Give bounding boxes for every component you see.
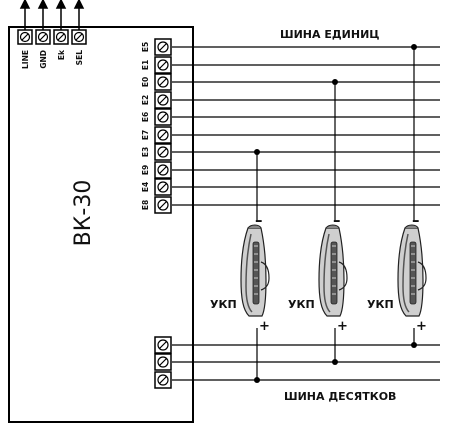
tens-terminal (154, 336, 172, 354)
unit-terminal-label: E3 (141, 147, 150, 157)
tens-bus-wires (172, 344, 440, 381)
unit-terminal (154, 196, 172, 214)
handset-minus-sign: – (255, 211, 263, 229)
handset: – + УКП (210, 149, 270, 383)
handset-label: УКП (210, 298, 237, 311)
top-terminal (71, 29, 87, 45)
unit-terminal-block (154, 38, 172, 214)
unit-terminal (154, 108, 172, 126)
unit-terminal-label: E9 (141, 165, 150, 175)
handset-plus-sign: + (259, 319, 270, 334)
top-terminal-block (17, 29, 87, 45)
junction-dot (411, 342, 417, 348)
unit-terminal-label: E6 (141, 112, 150, 122)
junction-dot (332, 79, 338, 85)
unit-terminal-label: E8 (141, 200, 150, 210)
junction-dot (332, 359, 338, 365)
terminal-label-gnd: GND (39, 50, 48, 69)
terminal-label-line: LINE (21, 50, 30, 69)
handset-plus-sign: + (337, 319, 348, 334)
handset: – + УКП (367, 44, 427, 348)
device-body (8, 26, 194, 423)
unit-terminal (154, 126, 172, 144)
unit-terminal (154, 91, 172, 109)
handset-label: УКП (288, 298, 315, 311)
tens-bus-label: ШИНА ДЕСЯТКОВ (284, 390, 396, 403)
unit-terminal-label: E4 (141, 182, 150, 192)
handset-minus-sign: – (412, 211, 420, 229)
device-name: ВК-30 (71, 180, 96, 247)
terminal-label-sel: SEL (75, 50, 84, 66)
top-terminal (53, 29, 69, 45)
junction-dot (254, 377, 260, 383)
unit-terminal (154, 73, 172, 91)
unit-terminal-labels: E5 E1 E0 E2 E6 E7 E3 E9 E4 E8 (141, 42, 150, 210)
unit-terminal (154, 161, 172, 179)
junction-dot (411, 44, 417, 50)
output-arrows (19, 0, 85, 30)
unit-terminal (154, 143, 172, 161)
tens-terminal (154, 371, 172, 389)
handset-icon (397, 224, 427, 317)
terminal-label-ek: Ek (57, 49, 66, 60)
unit-terminal-label: E5 (141, 42, 150, 52)
top-terminal (35, 29, 51, 45)
handset-plus-sign: + (416, 319, 427, 334)
units-bus-label: ШИНА ЕДИНИЦ (280, 28, 379, 41)
unit-terminal-label: E0 (141, 77, 150, 87)
unit-terminal (154, 38, 172, 56)
handset-icon (240, 224, 270, 317)
tens-terminal-block (154, 336, 172, 389)
unit-terminal-label: E7 (141, 130, 150, 140)
handset-minus-sign: – (333, 211, 341, 229)
handset-label: УКП (367, 298, 394, 311)
unit-terminal-label: E2 (141, 95, 150, 105)
handset-icon (318, 224, 348, 317)
tens-terminal (154, 353, 172, 371)
top-terminal (17, 29, 33, 45)
units-bus-wires (172, 46, 440, 206)
unit-terminal (154, 56, 172, 74)
junction-dot (254, 149, 260, 155)
unit-terminal-label: E1 (141, 60, 150, 70)
handset: – + УКП (288, 79, 348, 365)
unit-terminal (154, 178, 172, 196)
